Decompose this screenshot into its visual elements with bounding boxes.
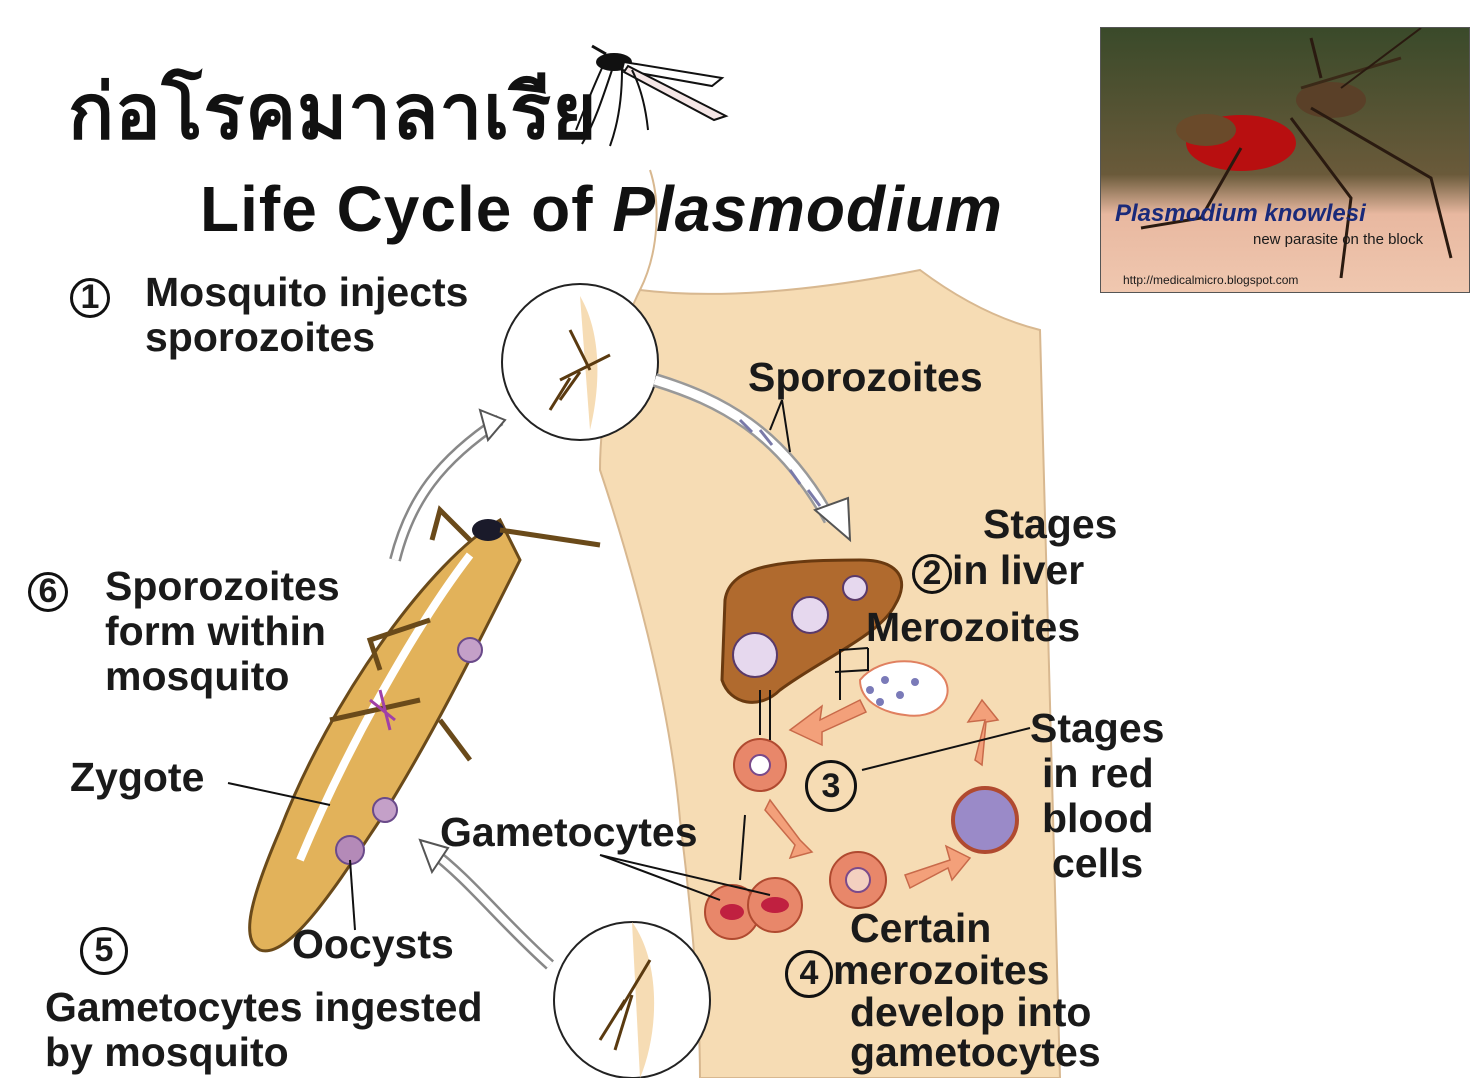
step-5-line-1: Gametocytes ingested	[45, 984, 483, 1030]
step-6-label: Sporozoites form within mosquito	[105, 564, 340, 699]
step-4-line-1: Certain	[850, 905, 992, 951]
step-6-line-1: Sporozoites	[105, 563, 340, 609]
label-sporozoites: Sporozoites	[748, 354, 983, 400]
merozoite-dots	[866, 676, 919, 706]
step-3-line-2: in red	[1042, 750, 1154, 796]
step-3-label: Stages in red blood cells	[1030, 706, 1164, 886]
mosquito-photo-image	[1101, 28, 1469, 292]
step-2-line-1: Stages	[983, 501, 1118, 547]
mosquito-biting-top	[548, 329, 611, 411]
step-3-line-1: Stages	[1030, 705, 1165, 751]
bite-circle-top	[501, 283, 659, 441]
diagram-title-italic: Plasmodium	[612, 173, 1003, 245]
step-2-line-2: in liver	[952, 547, 1085, 593]
step-4-number: 4	[785, 949, 833, 998]
step-1-line-1: Mosquito injects	[145, 269, 469, 315]
step-3: 3	[805, 760, 857, 812]
step-5-line-2: by mosquito	[45, 1029, 289, 1075]
photo-url: http://medicalmicro.blogspot.com	[1123, 273, 1299, 287]
step-2-number: 2	[912, 553, 952, 594]
label-zygote: Zygote	[70, 754, 205, 800]
label-oocysts: Oocysts	[292, 921, 454, 967]
step-4-line-4: gametocytes	[850, 1029, 1101, 1075]
leader-lines	[227, 399, 1031, 931]
rbc-cycle-arrows	[764, 698, 1000, 890]
photo-subtitle: new parasite on the block	[1253, 231, 1424, 248]
step-3-line-4: cells	[1052, 840, 1144, 886]
step-5-label: Gametocytes ingested by mosquito	[45, 985, 483, 1075]
photo-title: Plasmodium knowlesi	[1115, 200, 1366, 227]
mosquito-biting-bottom	[598, 959, 652, 1051]
step-3-line-3: blood	[1042, 795, 1154, 841]
step-1: 1	[70, 272, 110, 318]
diagram-title: Life Cycle of Plasmodium	[200, 172, 1003, 246]
page-title: ก่อโรคมาลาเรีย	[68, 67, 598, 156]
step-6-number: 6	[28, 571, 68, 612]
sporozoite-marks	[738, 418, 822, 507]
step-4-line-3: develop into	[850, 989, 1092, 1035]
step-6-line-3: mosquito	[105, 653, 290, 699]
step-1-line-2: sporozoites	[145, 314, 376, 360]
red-blood-cells	[704, 738, 1019, 940]
step-3-number: 3	[805, 760, 857, 812]
step-1-label: Mosquito injects sporozoites	[145, 270, 468, 360]
step-6: 6	[28, 566, 68, 612]
mosquito-icon	[575, 44, 729, 147]
mosquito-photo: Plasmodium knowlesi new parasite on the …	[1100, 27, 1470, 293]
step-4-line-2: merozoites	[833, 947, 1050, 993]
step-6-line-2: form within	[105, 608, 326, 654]
liver	[720, 558, 904, 704]
mosquito-body	[248, 505, 601, 953]
step-5: 5	[80, 925, 128, 975]
step-1-number: 1	[70, 277, 110, 318]
human-body	[598, 268, 1062, 1078]
diagram-title-prefix: Life Cycle of	[200, 173, 613, 245]
label-merozoites: Merozoites	[866, 604, 1081, 650]
step-5-number: 5	[80, 926, 128, 975]
label-gametocytes: Gametocytes	[440, 809, 698, 855]
